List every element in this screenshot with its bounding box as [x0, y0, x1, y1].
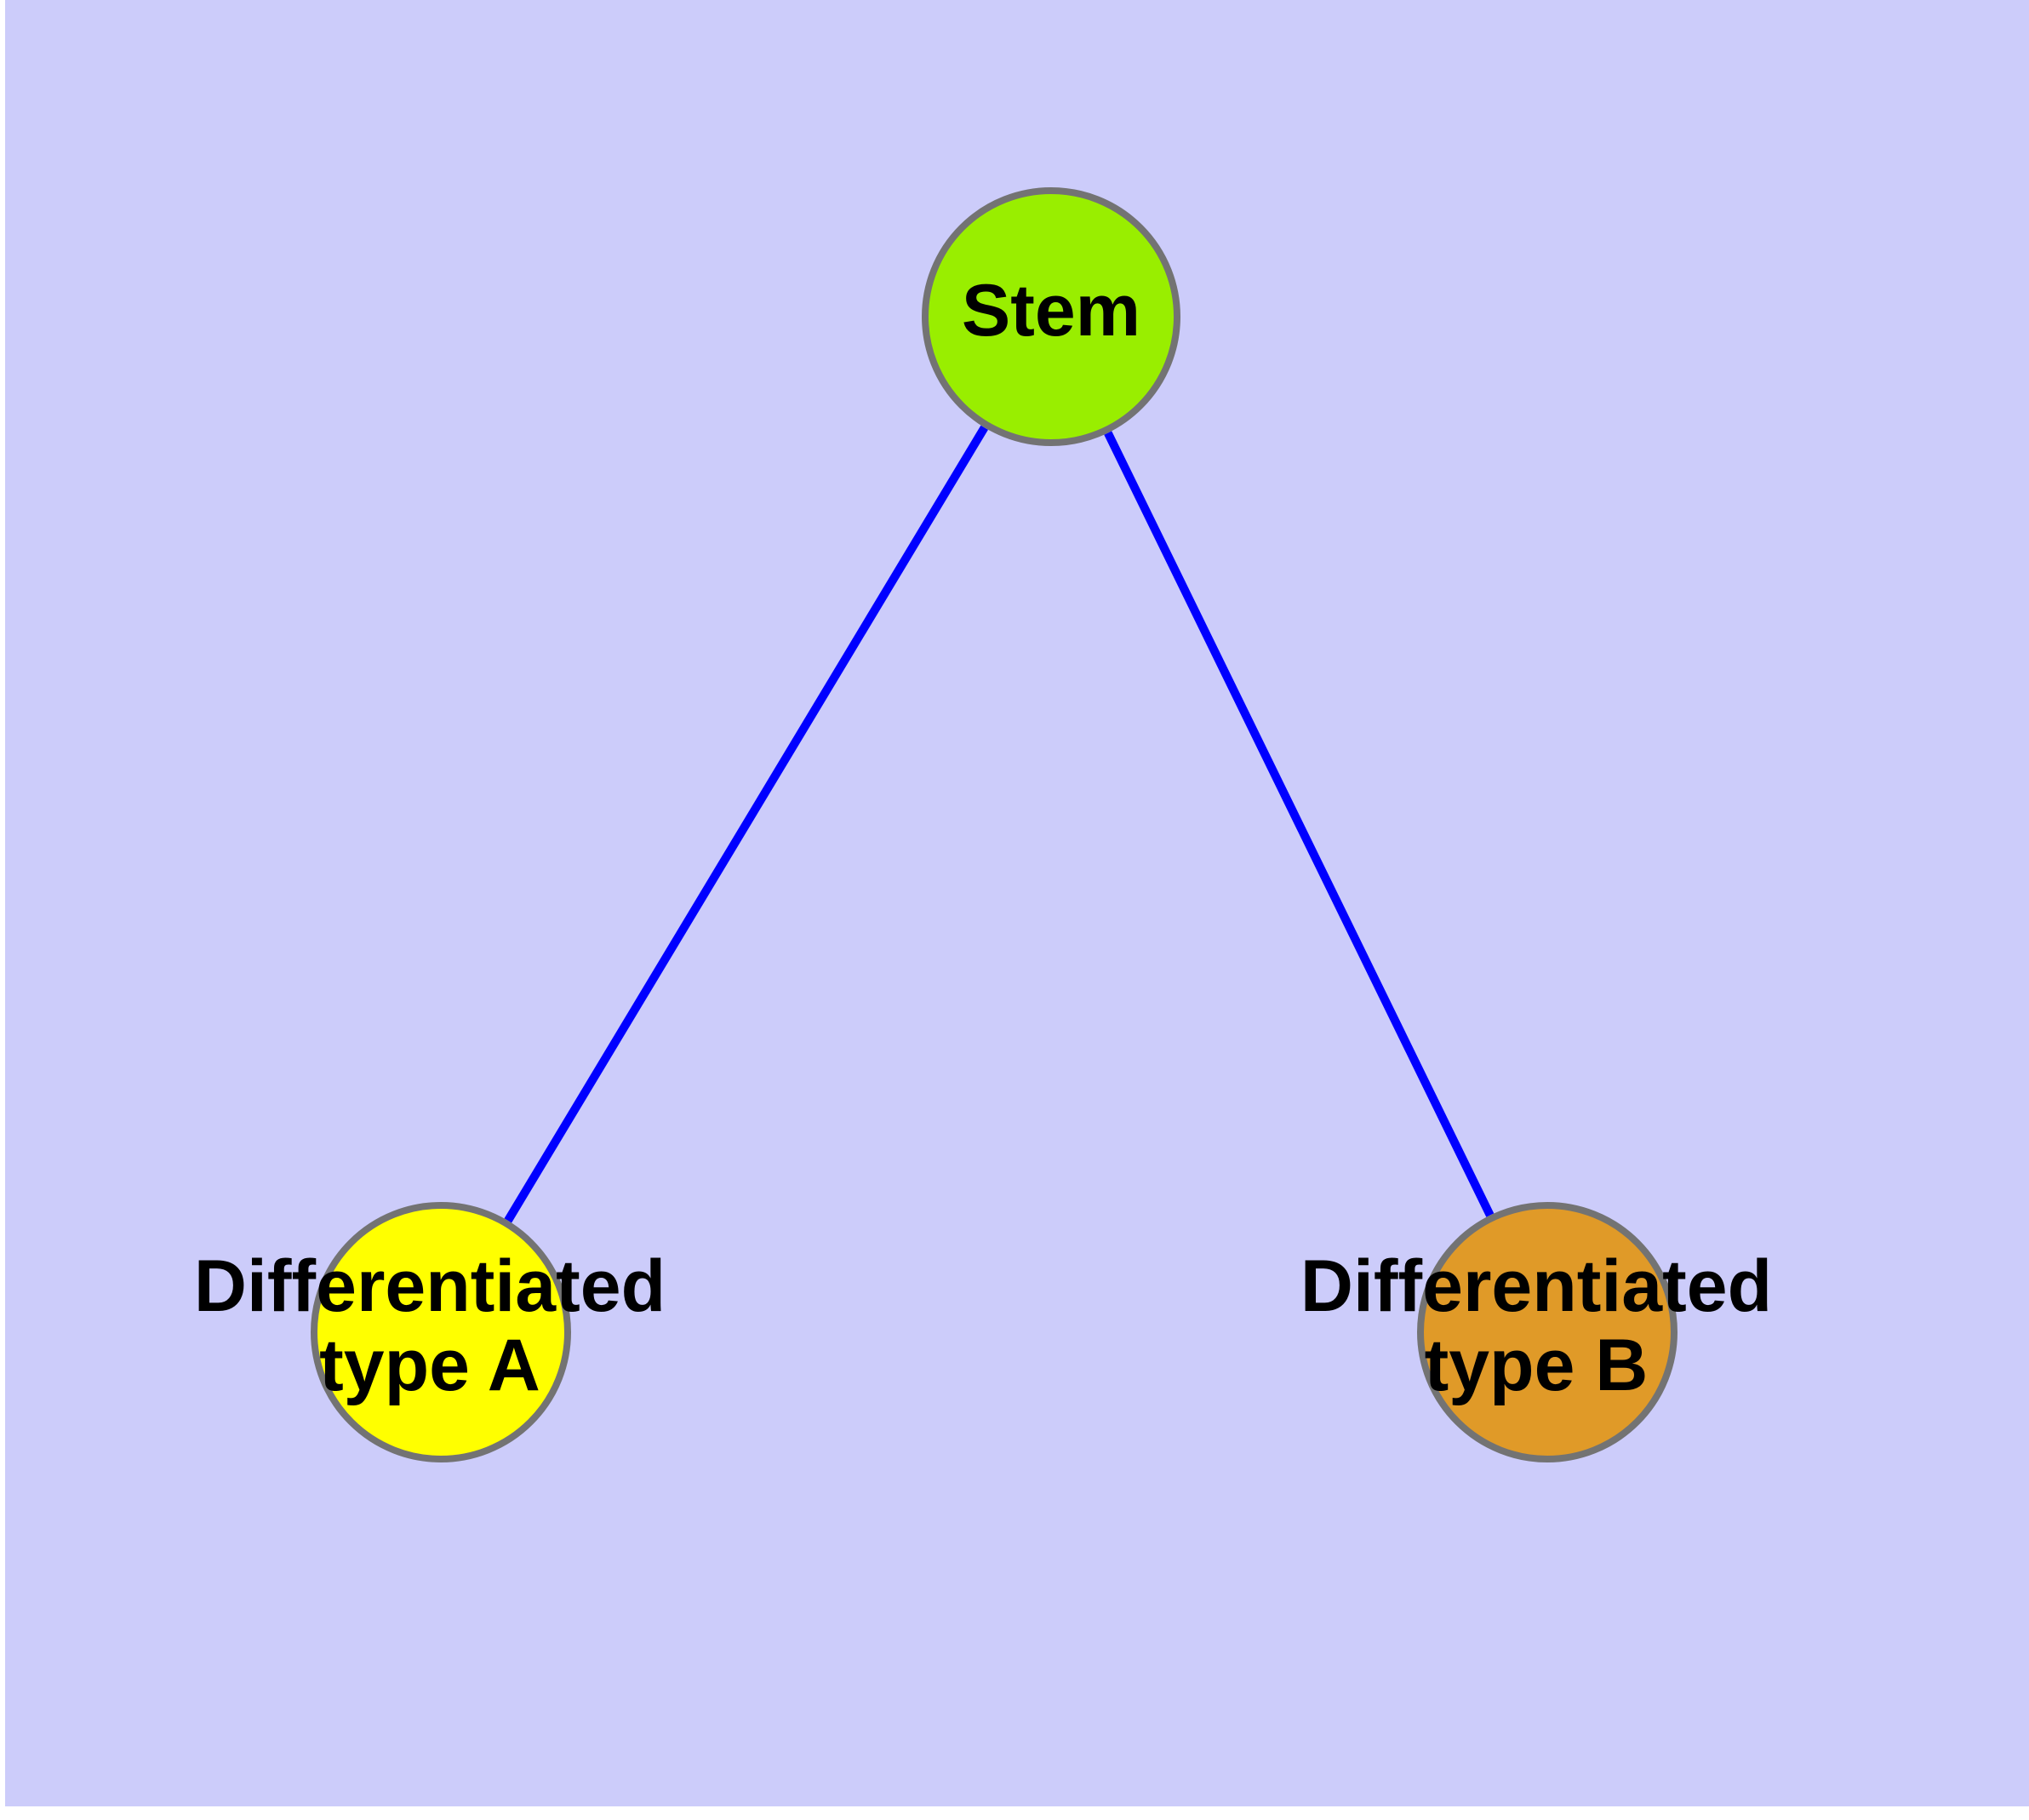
edge-stem-to-differentiated-type-b — [1104, 431, 1495, 1217]
node-layer — [311, 187, 1677, 1462]
node-differentiated-type-b[interactable] — [1417, 1202, 1677, 1462]
node-stem[interactable] — [922, 187, 1180, 446]
edge-stem-to-differentiated-type-a — [504, 425, 988, 1223]
edge-layer — [504, 425, 1495, 1223]
node-differentiated-type-a[interactable] — [311, 1202, 571, 1462]
